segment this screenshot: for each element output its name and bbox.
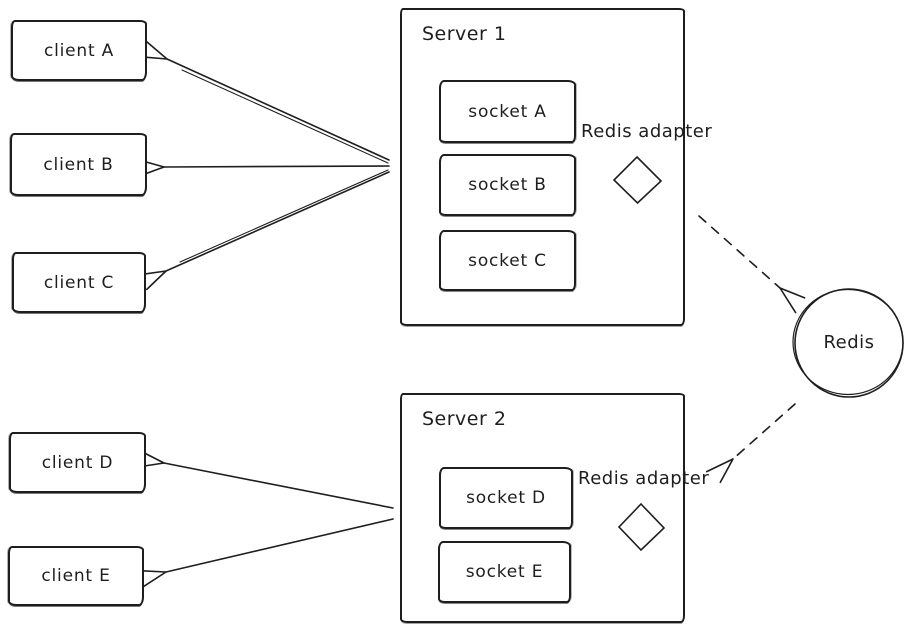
client-b-label: client B xyxy=(43,154,114,175)
socket-d-label: socket D xyxy=(466,488,546,508)
redis-adapter-2-label: Redis adapter xyxy=(578,468,710,489)
arrow-server1-to-clientA xyxy=(139,39,390,161)
socket-a-node: socket A xyxy=(439,80,576,143)
client-c-node: client C xyxy=(12,252,146,313)
arrow-server2-to-clientD xyxy=(136,448,394,509)
socket-e-node: socket E xyxy=(438,541,571,603)
socket-d-node: socket D xyxy=(439,467,573,529)
arrow-adapter1-to-redis xyxy=(698,215,806,314)
redis-adapter-2-diamond xyxy=(617,502,666,552)
socket-b-label: socket B xyxy=(468,175,547,195)
client-e-label: client E xyxy=(41,566,111,586)
socket-a-label: socket A xyxy=(468,101,547,122)
client-b-node: client B xyxy=(10,133,147,196)
socket-b-node: socket B xyxy=(439,154,576,216)
client-d-label: client D xyxy=(41,452,114,473)
server-1-node: Server 1 socket A socket B socket C xyxy=(400,8,685,326)
arrow-server1-to-clientB xyxy=(135,158,390,177)
redis-adapter-1-label: Redis adapter xyxy=(581,121,713,142)
redis-node-label: Redis xyxy=(823,332,875,353)
arrow-redis-to-adapter2 xyxy=(705,403,796,484)
server-2-node: Server 2 socket D socket E xyxy=(400,393,685,623)
client-a-node: client A xyxy=(11,20,147,81)
arrow-server1-to-clientC xyxy=(136,171,390,291)
socket-e-label: socket E xyxy=(465,562,544,582)
client-c-label: client C xyxy=(43,272,115,293)
arrow-server1-to-clientC-sketch xyxy=(179,169,389,263)
socket-c-node: socket C xyxy=(439,230,576,291)
server-1-title: Server 1 xyxy=(422,23,507,45)
client-d-node: client D xyxy=(9,432,146,493)
socket-c-label: socket C xyxy=(468,250,547,271)
client-a-label: client A xyxy=(43,40,115,61)
arrow-server2-to-clientE xyxy=(136,518,394,588)
redis-node-circle-sketch xyxy=(792,288,904,396)
server-2-title: Server 2 xyxy=(422,408,507,430)
arrow-server1-to-clientA-sketch xyxy=(181,69,389,164)
client-e-node: client E xyxy=(8,546,144,606)
redis-adapter-1-diamond xyxy=(612,155,663,205)
